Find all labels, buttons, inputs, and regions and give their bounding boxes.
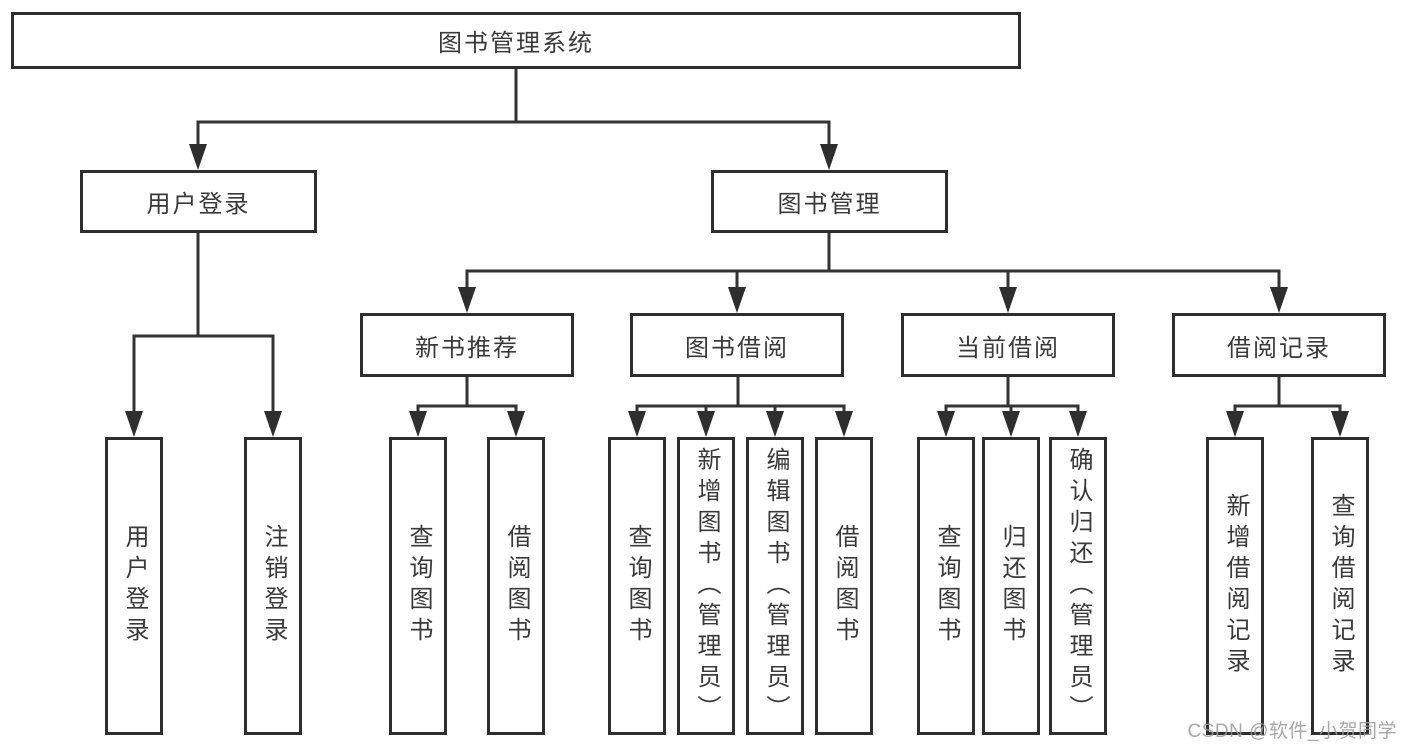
tree-edges xyxy=(132,66,1342,420)
node-user-login-branch: 用户登录 xyxy=(80,170,317,233)
arrow-down-icon xyxy=(458,287,476,313)
arrow-down-icon xyxy=(820,144,838,170)
node-root-label: 图书管理系统 xyxy=(438,30,594,57)
node-new-book-recommend-label: 新书推荐 xyxy=(415,334,519,362)
arrow-down-icon xyxy=(409,411,427,437)
node-book-management-branch-label: 图书管理 xyxy=(777,191,882,218)
node-leaf-query-borrow-record-label: 查询借阅记录 xyxy=(1327,493,1354,679)
arrow-down-icon xyxy=(628,411,646,437)
arrow-down-icon xyxy=(189,144,207,170)
node-leaf-add-book-admin-label: 新增图书（管理员） xyxy=(693,446,720,726)
node-leaf-borrow-book-label: 借阅图书 xyxy=(831,524,858,648)
node-borrow-record-label: 借阅记录 xyxy=(1227,334,1331,362)
node-leaf-query-book-borrow: 查询图书 xyxy=(608,437,666,735)
arrow-down-icon xyxy=(999,287,1017,313)
node-borrow-record: 借阅记录 xyxy=(1172,313,1386,377)
node-leaf-borrow-book: 借阅图书 xyxy=(815,437,873,735)
arrow-down-icon xyxy=(1270,287,1288,313)
arrow-down-icon xyxy=(125,411,143,437)
arrowheads xyxy=(125,144,1349,437)
node-leaf-query-borrow-record: 查询借阅记录 xyxy=(1311,437,1369,735)
node-leaf-query-book-recommend: 查询图书 xyxy=(389,437,447,735)
arrow-down-icon xyxy=(766,411,784,437)
node-book-management-branch: 图书管理 xyxy=(711,170,948,233)
node-leaf-edit-book-admin: 编辑图书（管理员） xyxy=(746,437,804,735)
node-leaf-return-book: 归还图书 xyxy=(982,437,1040,735)
node-leaf-query-book-borrow-label: 查询图书 xyxy=(624,524,651,648)
node-leaf-borrow-book-recommend-label: 借阅图书 xyxy=(503,524,530,648)
node-current-borrow: 当前借阅 xyxy=(901,313,1115,377)
edge-bookborrow-to-leaves xyxy=(635,375,846,420)
node-leaf-borrow-book-recommend: 借阅图书 xyxy=(487,437,545,735)
arrow-down-icon xyxy=(1331,411,1349,437)
arrow-down-icon xyxy=(264,411,282,437)
arrow-down-icon xyxy=(937,411,955,437)
edge-newbook-to-leaves xyxy=(416,375,518,420)
node-book-borrow: 图书借阅 xyxy=(630,313,844,377)
node-leaf-user-login: 用户登录 xyxy=(105,437,163,735)
node-user-login-branch-label: 用户登录 xyxy=(146,191,251,218)
arrow-down-icon xyxy=(1002,411,1020,437)
node-leaf-confirm-return-admin: 确认归还（管理员） xyxy=(1049,437,1107,735)
node-leaf-add-borrow-record: 新增借阅记录 xyxy=(1206,437,1264,735)
node-leaf-confirm-return-admin-label: 确认归还（管理员） xyxy=(1065,446,1092,726)
edge-borrowrecord-to-leaves xyxy=(1233,375,1342,420)
node-leaf-query-book-current-label: 查询图书 xyxy=(933,524,960,648)
node-current-borrow-label: 当前借阅 xyxy=(956,334,1060,362)
node-leaf-return-book-label: 归还图书 xyxy=(998,524,1025,648)
node-leaf-logout: 注销登录 xyxy=(244,437,302,735)
node-leaf-logout-label: 注销登录 xyxy=(260,524,287,648)
node-leaf-add-book-admin: 新增图书（管理员） xyxy=(677,437,735,735)
arrow-down-icon xyxy=(1226,411,1244,437)
arrow-down-icon xyxy=(835,411,853,437)
edge-bookmgmt-to-level3 xyxy=(465,231,1281,294)
arrow-down-icon xyxy=(507,411,525,437)
node-leaf-user-login-label: 用户登录 xyxy=(121,524,148,648)
watermark: CSDN @软件_小贺同学 xyxy=(1187,721,1397,742)
edge-userlogin-to-leaves xyxy=(132,231,275,417)
node-new-book-recommend: 新书推荐 xyxy=(360,313,574,377)
node-leaf-query-book-recommend-label: 查询图书 xyxy=(405,524,432,648)
node-book-borrow-label: 图书借阅 xyxy=(685,334,789,362)
arrow-down-icon xyxy=(728,287,746,313)
arrow-down-icon xyxy=(697,411,715,437)
node-leaf-edit-book-admin-label: 编辑图书（管理员） xyxy=(762,446,789,726)
node-leaf-add-borrow-record-label: 新增借阅记录 xyxy=(1222,493,1249,679)
edge-root-to-level2 xyxy=(196,66,831,150)
arrow-down-icon xyxy=(1069,411,1087,437)
node-root: 图书管理系统 xyxy=(11,12,1021,69)
node-leaf-query-book-current: 查询图书 xyxy=(917,437,975,735)
